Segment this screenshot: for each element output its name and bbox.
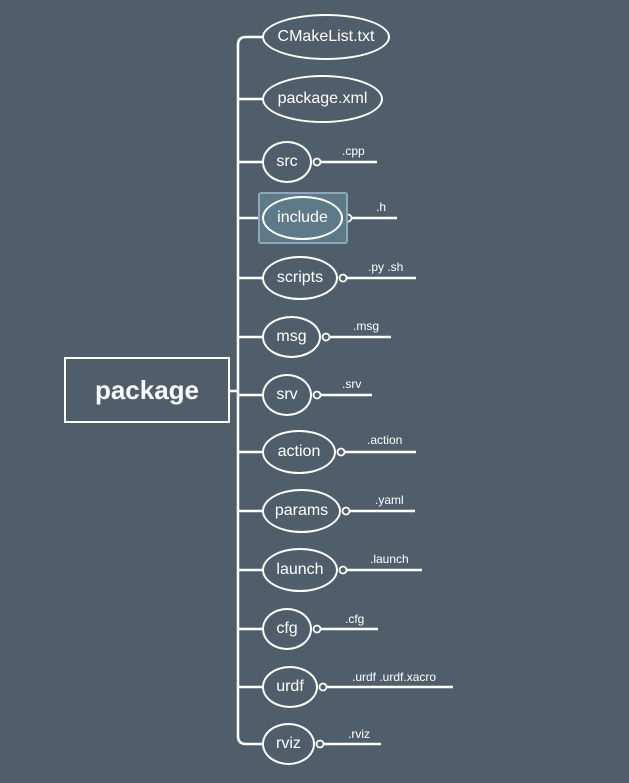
- ext-label-launch: .launch: [370, 552, 409, 566]
- ext-label-srv: .srv: [342, 377, 362, 391]
- ext-label-cfg: .cfg: [345, 612, 365, 626]
- node-msg[interactable]: msg: [262, 316, 321, 358]
- ext-label-src: .cpp: [342, 144, 365, 158]
- node-params-label: params: [274, 502, 329, 519]
- node-srv[interactable]: srv: [262, 374, 312, 416]
- root-node-package[interactable]: package: [64, 357, 230, 423]
- node-urdf-label: urdf: [276, 678, 304, 695]
- ext-dot-srv: [312, 390, 322, 400]
- node-launch-label: launch: [276, 561, 324, 578]
- node-package-xml-label: package.xml: [277, 90, 368, 107]
- node-src-label: src: [276, 153, 298, 170]
- node-src[interactable]: src: [262, 141, 312, 183]
- node-params[interactable]: params: [262, 489, 341, 533]
- node-cfg[interactable]: cfg: [262, 608, 312, 650]
- ext-dot-msg: [321, 332, 331, 342]
- ext-label-params: .yaml: [375, 493, 404, 507]
- ext-dot-action: [336, 447, 346, 457]
- ext-dot-rviz: [315, 739, 325, 749]
- node-scripts-label: scripts: [276, 269, 324, 286]
- ext-label-msg: .msg: [353, 319, 380, 333]
- ext-label-include: .h: [376, 200, 387, 214]
- branch-cmakelist: [236, 35, 262, 46]
- ext-label-rviz: .rviz: [348, 727, 370, 741]
- node-msg-label: msg: [276, 328, 307, 345]
- ext-dot-urdf: [318, 682, 328, 692]
- ext-label-scripts: .py .sh: [368, 260, 404, 274]
- node-package-xml[interactable]: package.xml: [262, 75, 383, 123]
- node-cmakelist[interactable]: CMakeList.txt: [262, 14, 390, 60]
- ext-dot-scripts: [338, 273, 348, 283]
- node-cfg-label: cfg: [276, 620, 298, 637]
- node-scripts[interactable]: scripts: [262, 256, 338, 300]
- ext-label-urdf: .urdf .urdf.xacro: [352, 670, 437, 684]
- ext-dot-src: [312, 157, 322, 167]
- node-urdf[interactable]: urdf: [262, 666, 318, 708]
- node-cmakelist-label: CMakeList.txt: [277, 28, 375, 45]
- node-action-label: action: [277, 443, 321, 460]
- ext-dot-cfg: [312, 624, 322, 634]
- node-rviz-label: rviz: [276, 735, 301, 752]
- branch-rviz: [236, 735, 262, 746]
- node-include[interactable]: include: [262, 196, 343, 240]
- node-include-label: include: [277, 209, 328, 226]
- ext-label-action: .action: [367, 433, 403, 447]
- ext-dot-launch: [338, 565, 348, 575]
- node-srv-label: srv: [276, 386, 298, 403]
- ext-dot-params: [341, 506, 351, 516]
- node-action[interactable]: action: [262, 430, 336, 474]
- node-launch[interactable]: launch: [262, 548, 338, 592]
- node-rviz[interactable]: rviz: [262, 723, 315, 765]
- root-node-label: package: [94, 374, 200, 405]
